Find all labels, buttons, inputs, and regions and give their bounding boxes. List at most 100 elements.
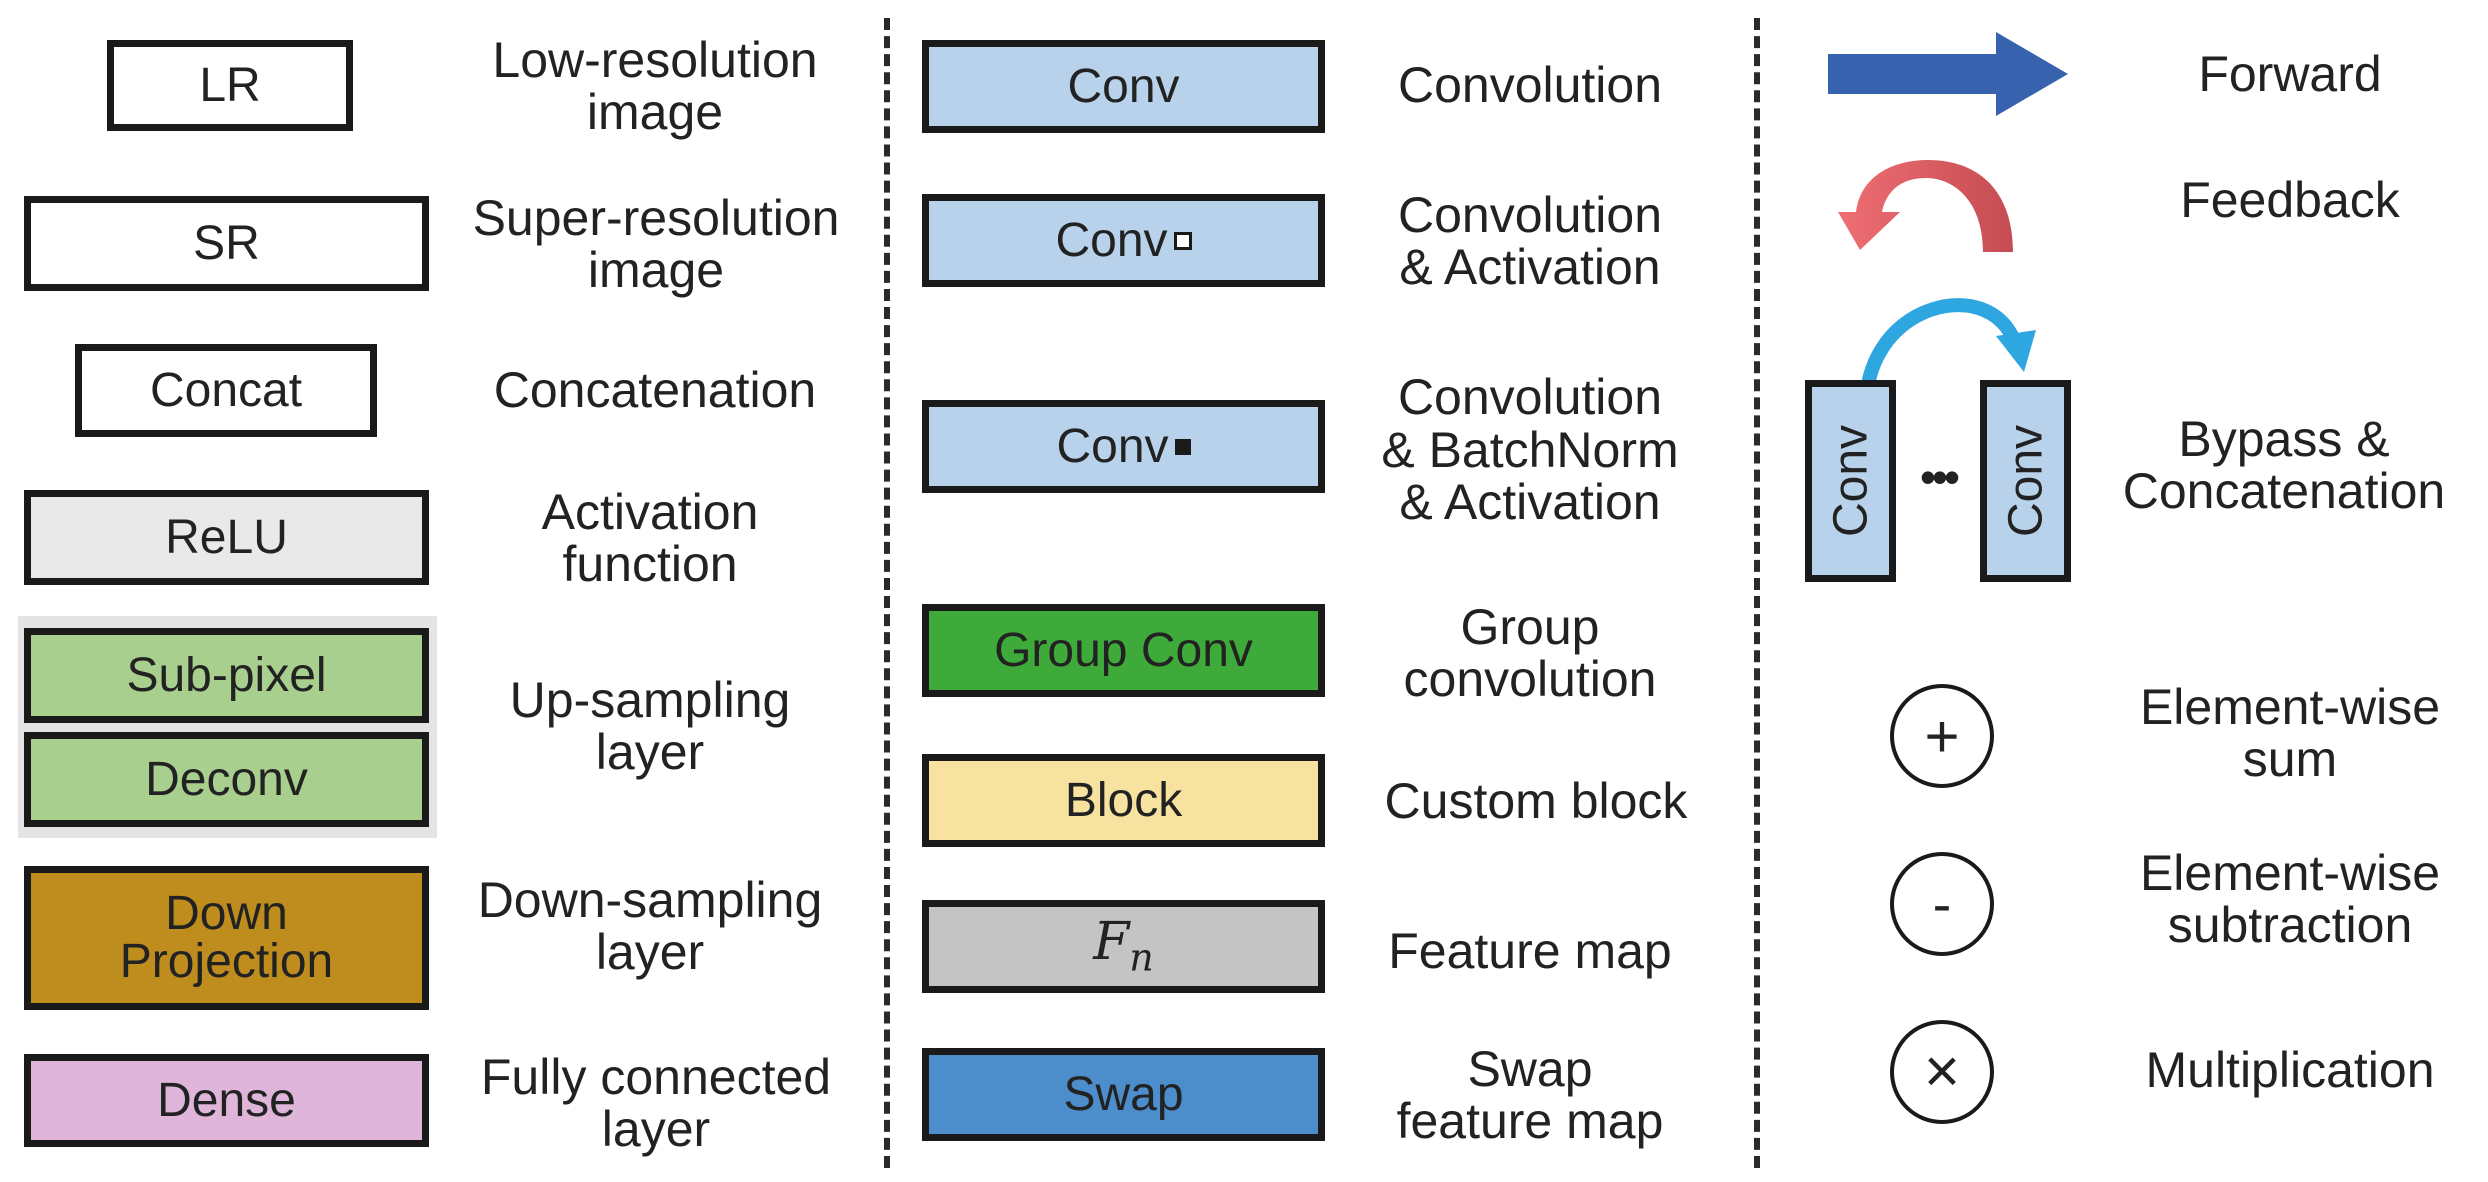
conv-act-box-text: Conv <box>1055 213 1168 267</box>
bypass-dots-text: ••• <box>1919 450 1960 503</box>
swap-box: Swap <box>922 1048 1325 1141</box>
plus-symbol-text: + <box>1924 702 1960 770</box>
relu-label: Activation function <box>460 484 840 592</box>
lr-label: Low-resolution image <box>430 32 880 140</box>
block-box: Block <box>922 754 1325 847</box>
right-arrow-icon <box>1828 32 2068 116</box>
multiply-symbol: × <box>1894 1024 1990 1120</box>
conv-act-label-line1: Convolution <box>1397 186 1663 243</box>
bypass-conv-right-box: Conv <box>1980 380 2071 582</box>
subtraction-label-line1: Element-wise <box>2139 844 2441 901</box>
down-projection-label-line2: layer <box>595 924 705 980</box>
relu-box-text: ReLU <box>165 510 288 564</box>
down-projection-box: Down Projection <box>24 866 429 1010</box>
lr-box: LR <box>107 40 353 131</box>
conv-bn-act-label-line3: & Activation <box>1399 474 1661 531</box>
feedback-label-text: Feedback <box>2180 171 2400 228</box>
conv-act-label-line2: & Activation <box>1399 239 1661 295</box>
conv-label-line1: Convolution <box>1397 56 1663 113</box>
feedback-label: Feedback <box>2150 158 2430 242</box>
down-projection-label-line1: Down-sampling <box>477 871 823 928</box>
conv-act-box: Conv <box>922 194 1325 287</box>
minus-symbol-text: - <box>1932 871 1952 935</box>
feature-map-symbol-base: F <box>1093 912 1130 973</box>
conv-act-label: Convolution & Activation <box>1340 186 1720 296</box>
bypass-conv-left-box: Conv <box>1805 380 1896 582</box>
upsampling-label: Up-sampling layer <box>460 672 840 780</box>
swap-box-text: Swap <box>1063 1067 1184 1121</box>
sr-label-line2: image <box>587 242 725 298</box>
feature-map-label: Feature map <box>1340 906 1720 996</box>
divider-left <box>884 18 890 1168</box>
conv-bn-act-box: Conv <box>922 400 1325 493</box>
concat-label-line1: Concatenation <box>493 361 817 418</box>
divider-right <box>1754 18 1760 1168</box>
activation-hollow-square-icon <box>1173 231 1192 250</box>
feature-map-label-line1: Feature map <box>1388 922 1672 979</box>
curved-feedback-arrow-icon <box>1838 160 2013 252</box>
feature-map-symbol-sub: n <box>1129 935 1154 980</box>
lr-label-line1: Low-resolution <box>492 31 818 88</box>
bypass-label-line2: Concatenation <box>2122 463 2446 519</box>
conv-bn-act-label-line2: & BatchNorm <box>1381 421 1679 478</box>
block-label: Custom block <box>1336 756 1736 846</box>
feature-map-symbol: Fn <box>1093 916 1154 976</box>
concat-box-text: Concat <box>149 363 303 417</box>
lr-box-text: LR <box>199 58 261 112</box>
group-conv-label-line2: convolution <box>1403 651 1657 707</box>
conv-box-text: Conv <box>1067 59 1180 113</box>
block-box-text: Block <box>1064 773 1183 827</box>
curved-bypass-arrow-icon <box>1861 298 2036 391</box>
group-conv-box: Group Conv <box>922 604 1325 697</box>
multiply-symbol-text: × <box>1923 1037 1961 1107</box>
bypass-label-line1: Bypass & <box>2178 410 2390 467</box>
relu-label-line2: function <box>562 536 738 592</box>
conv-label: Convolution <box>1340 40 1720 130</box>
bypass-label: Bypass & Concatenation <box>2085 400 2483 530</box>
group-conv-label: Group convolution <box>1340 598 1720 708</box>
block-label-line1: Custom block <box>1384 772 1688 829</box>
down-projection-box-line2: Projection <box>119 935 334 988</box>
multiplication-label-line1: Multiplication <box>2145 1041 2435 1098</box>
minus-circle-icon: - <box>1890 852 1994 956</box>
dense-label-line1: Fully connected <box>480 1048 832 1105</box>
swap-label-line2: feature map <box>1396 1093 1664 1149</box>
group-conv-box-text: Group Conv <box>994 623 1253 677</box>
concat-box: Concat <box>75 344 377 437</box>
concat-label: Concatenation <box>450 346 860 434</box>
multiply-circle-icon: × <box>1890 1020 1994 1124</box>
swap-label-line1: Swap <box>1467 1040 1593 1097</box>
relu-box: ReLU <box>24 490 429 585</box>
subpixel-box-text: Sub-pixel <box>126 648 327 702</box>
down-projection-label: Down-sampling layer <box>440 872 860 980</box>
conv-bn-act-box-text: Conv <box>1056 419 1169 473</box>
swap-label: Swap feature map <box>1340 1040 1720 1150</box>
minus-symbol: - <box>1894 856 1990 952</box>
down-projection-box-line1: Down <box>165 887 288 940</box>
plus-circle-icon: + <box>1890 684 1994 788</box>
lr-label-line2: image <box>586 84 724 140</box>
sr-label: Super-resolution image <box>436 190 876 298</box>
dense-label: Fully connected layer <box>436 1048 876 1158</box>
deconv-box: Deconv <box>24 732 429 827</box>
upsampling-label-line1: Up-sampling <box>509 671 791 728</box>
dense-box: Dense <box>24 1054 429 1147</box>
dense-label-line2: layer <box>601 1101 711 1157</box>
sr-box-text: SR <box>193 216 260 270</box>
forward-label-text: Forward <box>2198 45 2382 102</box>
deconv-box-text: Deconv <box>145 752 308 806</box>
relu-label-line1: Activation <box>541 483 759 540</box>
subtraction-label: Element-wise subtraction <box>2110 838 2470 960</box>
bypass-dots: ••• <box>1896 452 1980 502</box>
sum-label: Element-wise sum <box>2110 672 2470 794</box>
sum-label-line2: sum <box>2242 731 2338 787</box>
bypass-conv-right-text: Conv <box>1999 424 2052 538</box>
subpixel-box: Sub-pixel <box>24 628 429 723</box>
conv-bn-act-label: Convolution & BatchNorm & Activation <box>1340 370 1720 530</box>
dense-box-text: Dense <box>157 1073 296 1127</box>
feature-map-box: Fn <box>922 900 1325 993</box>
conv-bn-act-label-line1: Convolution <box>1397 369 1663 426</box>
plus-symbol: + <box>1894 688 1990 784</box>
group-conv-label-line1: Group <box>1460 598 1600 655</box>
sum-label-line1: Element-wise <box>2139 678 2441 735</box>
